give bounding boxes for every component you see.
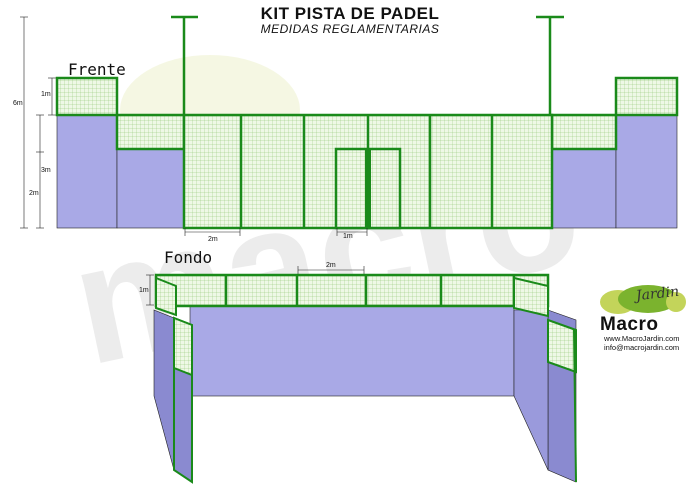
brand-email: info@macrojardin.com (604, 343, 680, 352)
dim-door-width: 1m (343, 233, 353, 240)
macro-logo (600, 285, 686, 314)
top-mesh-left (55, 76, 119, 117)
dim-back-top-panel: 1m (139, 287, 149, 294)
wall-right-inner (551, 148, 617, 229)
page-subtitle: MEDIDAS REGLAMENTARIAS (260, 22, 440, 36)
light-pole-right (536, 15, 564, 115)
dim-top-panel: 1m (41, 91, 51, 98)
light-pole-left (171, 15, 198, 115)
dim-back-panel-width: 2m (326, 262, 336, 269)
side-mesh-left-top (155, 276, 177, 317)
wall-right-outer (615, 114, 678, 229)
door-center-post (365, 149, 371, 228)
side-mesh-right-top (513, 276, 549, 318)
side-mesh-right-door (547, 318, 577, 374)
dim-panel-width: 2m (208, 236, 218, 243)
front-view-label: Frente (68, 60, 126, 79)
back-view (146, 266, 577, 484)
brand-website: www.MacroJardin.com (604, 334, 680, 343)
dimension-lines-bottom (184, 228, 368, 236)
dim-total-height: 6m (13, 100, 23, 107)
wall-left-inner (116, 148, 185, 229)
top-mesh-right (614, 76, 679, 117)
brand-name: Macro (600, 314, 659, 335)
back-mesh-top (154, 273, 550, 308)
back-wall (189, 305, 515, 397)
door-right (366, 147, 402, 230)
front-view (20, 15, 679, 236)
back-view-label: Fondo (164, 248, 213, 267)
page-title: KIT PISTA DE PADEL (260, 4, 440, 23)
side-wall-right-inner (513, 309, 549, 471)
dim-wall-full: 3m (41, 167, 51, 174)
side-mesh-left-door (173, 316, 193, 377)
mid-mesh-left (115, 113, 186, 151)
door-left (334, 147, 370, 230)
dimension-lines-left (20, 16, 56, 229)
side-wall-left-outer (153, 309, 175, 471)
dim-wall-side: 2m (29, 190, 39, 197)
mid-mesh-right (550, 113, 618, 151)
wall-left-outer (56, 114, 118, 229)
dimension-lines-back (146, 266, 365, 306)
